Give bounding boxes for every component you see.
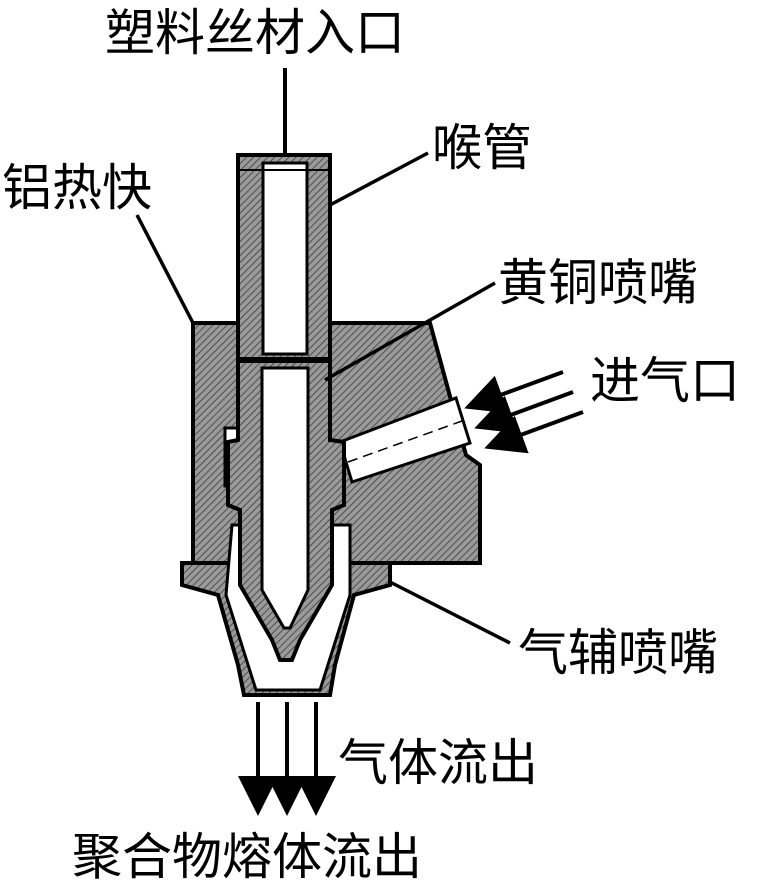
label-polymer-melt-outflow: 聚合物熔体流出 [72,828,422,886]
label-aluminum-heat-block: 铝热快 [2,159,152,217]
melt-channel [260,366,310,630]
leader-heat-block [135,214,195,324]
air-inlet-channel-centerline [347,420,463,463]
label-air-assist-nozzle: 气辅喷嘴 [518,624,718,682]
label-throat-tube: 喉管 [432,119,532,177]
label-gas-outflow: 气体流出 [338,734,538,792]
air-inlet-channel [338,396,472,484]
air-inlet-arrow [484,410,584,454]
leader-throat-tube [329,151,429,207]
throat-tube-bore [261,161,309,356]
label-filament-inlet: 塑料丝材入口 [105,4,405,62]
leader-air-assist-nozzle [389,580,511,645]
label-air-inlet: 进气口 [590,352,740,410]
leader-brass-nozzle [324,281,496,382]
label-brass-nozzle: 黄铜喷嘴 [498,254,698,312]
